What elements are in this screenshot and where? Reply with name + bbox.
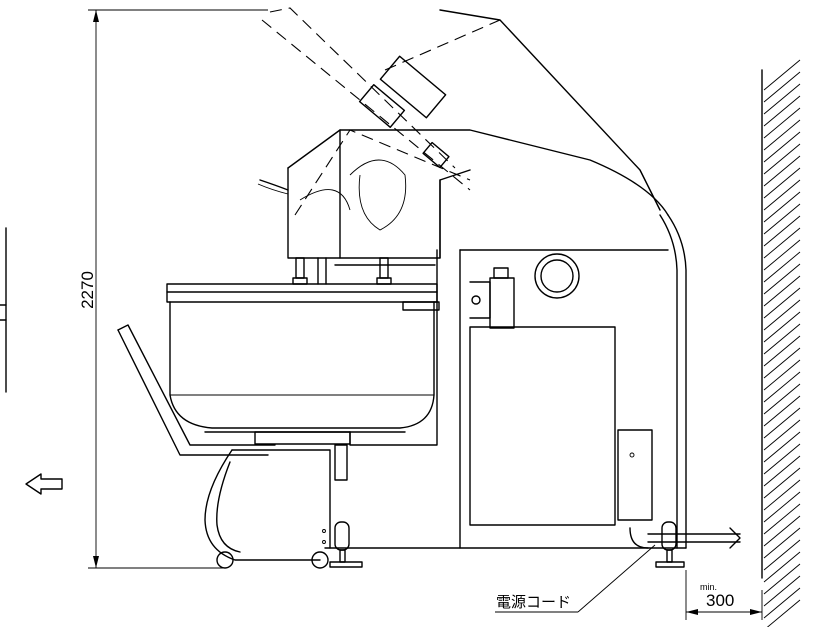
machine-body (324, 214, 687, 549)
wall-hatch-line (766, 599, 801, 627)
wall-hatch-line (763, 587, 801, 619)
wall-hatch-line (763, 299, 801, 331)
height-dimension-label: 2270 (78, 271, 97, 309)
wall-hatch-line (763, 179, 801, 211)
wall-hatch-line (763, 275, 801, 307)
wall-hatch-line (763, 155, 801, 187)
wall-hatch-line (763, 431, 801, 463)
wall-hatch-line (763, 287, 801, 319)
wall-hatch-line (763, 419, 801, 451)
head-legs (292, 257, 436, 285)
left-edge-details (0, 227, 7, 393)
wall-hatch-line (763, 227, 801, 259)
wall-hatch-line (763, 119, 801, 151)
trolley-handle (117, 324, 276, 456)
lower-trolley (204, 431, 351, 561)
clearance-dimension: min. 300 (685, 570, 763, 620)
wall-hatch-line (763, 131, 801, 163)
wall-hatch-line (763, 491, 801, 523)
wall-hatch-line (763, 539, 801, 571)
wall-hatch-line (763, 71, 801, 103)
wall-hatch-line (763, 311, 801, 343)
wall-hatch-line (763, 371, 801, 403)
clearance-unit-label: min. (700, 582, 717, 592)
wall-hatch-line (763, 443, 801, 475)
wall-hatch-line (763, 167, 801, 199)
wall-hatch-line (763, 395, 801, 427)
wall-hatch-line (763, 467, 801, 499)
wall-hatch-line (763, 479, 801, 511)
wall-hatch-line (763, 551, 801, 583)
clearance-value-label: 300 (706, 591, 734, 610)
wall-hatch-line (763, 203, 801, 235)
bowl (169, 301, 435, 433)
casters (216, 521, 685, 569)
power-cord-callout: 電源コード (495, 544, 656, 613)
wall-hatch-line (763, 215, 801, 247)
wall-hatch-line (763, 107, 801, 139)
wall-hatch-line (763, 143, 801, 175)
head-box (257, 129, 669, 259)
wall-hatch-line (763, 515, 801, 547)
bowl-lid (166, 283, 440, 311)
wall-hatch-line (763, 347, 801, 379)
control-panel (469, 267, 653, 526)
wall (761, 59, 801, 627)
wall-hatch-line (763, 359, 801, 391)
raised-head-outline (261, 7, 661, 231)
wall-hatch-line (763, 251, 801, 283)
power-cord (647, 527, 741, 549)
gauge (534, 253, 580, 299)
power-cord-label: 電源コード (496, 594, 571, 611)
wall-hatch-line (763, 323, 801, 355)
wall-hatch-line (763, 191, 801, 223)
wall-hatch-line (763, 239, 801, 271)
wall-hatch-line (763, 59, 801, 91)
wall-hatch-line (763, 83, 801, 115)
wall-hatch-line (763, 503, 801, 535)
height-dimension: 2270 (78, 9, 268, 569)
left-arrow-icon (25, 473, 63, 495)
wall-hatch-line (763, 527, 801, 559)
wall-hatch-line (763, 335, 801, 367)
wall-hatch-line (763, 263, 801, 295)
wall-hatch-line (763, 575, 801, 607)
wall-hatch-line (763, 455, 801, 487)
wall-hatch-line (763, 563, 801, 595)
wall-hatch-line (763, 95, 801, 127)
wall-hatch-line (763, 407, 801, 439)
wall-hatch-line (763, 383, 801, 415)
